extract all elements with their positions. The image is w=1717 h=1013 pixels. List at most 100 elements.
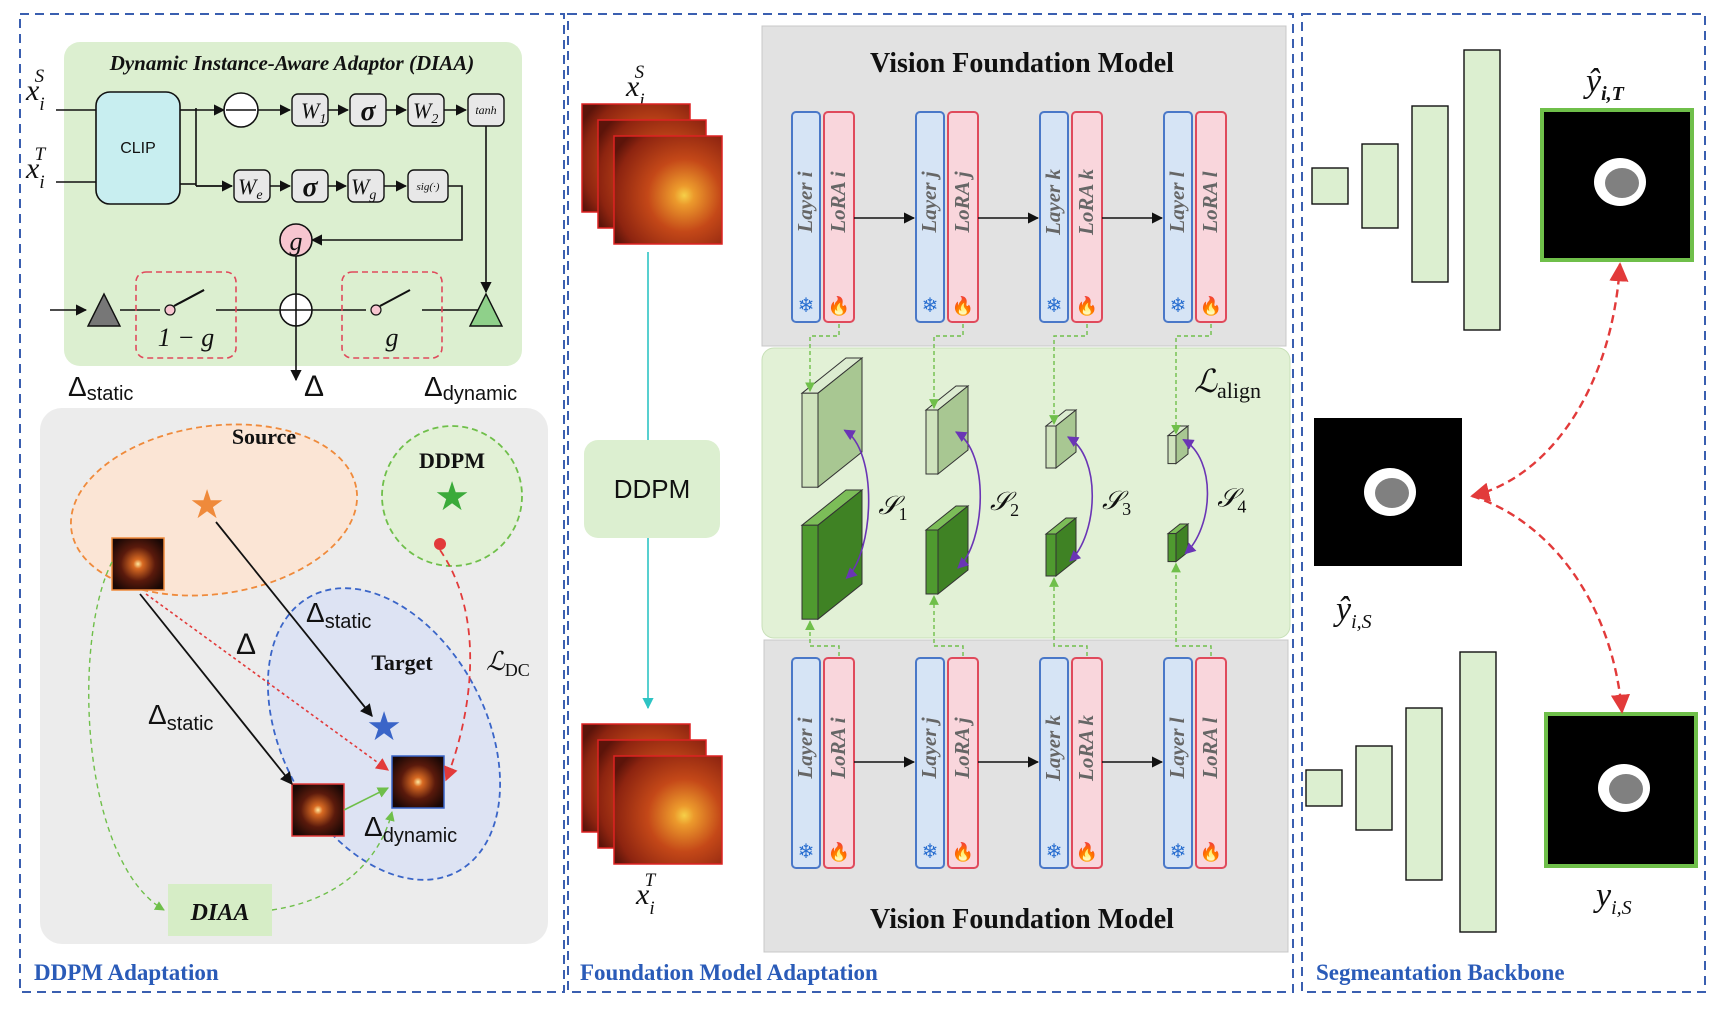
lora-block xyxy=(1195,657,1227,869)
layer-label: Layer k xyxy=(1041,715,1065,782)
sigma-label-bottom: σ xyxy=(302,172,318,203)
feature-tap-connector xyxy=(1049,577,1088,656)
lora-block xyxy=(823,111,855,323)
y-source-label: yi,S xyxy=(1593,877,1632,919)
layer-label: Layer j xyxy=(917,171,941,233)
ddpm-sample-dot xyxy=(434,538,446,550)
vfm-top-title: Vision Foundation Model xyxy=(870,48,1174,79)
layer-label: Layer l xyxy=(1165,717,1189,779)
fire-icon: 🔥 xyxy=(1076,841,1098,862)
similarity-arrow xyxy=(955,431,981,569)
frozen-layer-block xyxy=(915,111,945,323)
ddpm-circle xyxy=(381,425,523,567)
switch-g xyxy=(341,271,443,359)
clip-encoder-box xyxy=(95,91,181,205)
snowflake-icon: ❄ xyxy=(1046,295,1063,317)
frozen-layer-block xyxy=(1039,657,1069,869)
decoder-top-block-4 xyxy=(1463,49,1501,331)
ddpm-star-icon: ★ xyxy=(434,474,470,519)
similarity-arrow xyxy=(1067,436,1093,562)
feature-tap-connector xyxy=(1171,324,1212,435)
frozen-layer-block xyxy=(1039,111,1069,323)
lora-block xyxy=(1071,657,1103,869)
w2-label: W2 xyxy=(413,98,438,127)
ddpm-delta-static-lower: Δstatic xyxy=(148,699,213,735)
fire-icon: 🔥 xyxy=(828,841,850,862)
lora-block xyxy=(1195,111,1227,323)
snowflake-icon: ❄ xyxy=(1170,841,1187,863)
lora-block xyxy=(1071,111,1103,323)
panel-label-middle: Foundation Model Adaptation xyxy=(580,960,878,985)
switch-one-minus-g xyxy=(135,271,237,359)
lora-block xyxy=(947,657,979,869)
ddpm-delta-static-upper: Δstatic xyxy=(306,597,371,633)
source-star-icon: ★ xyxy=(189,482,225,527)
snowflake-icon: ❄ xyxy=(922,295,939,317)
feature-tap-connector xyxy=(1049,324,1088,425)
dynamic-triangle-icon xyxy=(468,292,504,327)
delta-static-label: Δstatic xyxy=(68,371,133,405)
fire-icon: 🔥 xyxy=(1200,295,1222,316)
lora-label: LoRA l xyxy=(1198,717,1222,779)
lora-label: LoRA j xyxy=(950,171,974,233)
static-image-thumb xyxy=(291,783,345,837)
layer-pair-bottom-4: Layer l LoRA l ❄ 🔥 xyxy=(1163,657,1227,869)
sig-label: sig(·) xyxy=(417,181,440,193)
feature-tap-connector xyxy=(929,324,964,409)
lora-label: LoRA l xyxy=(1198,171,1222,233)
lora-block xyxy=(947,111,979,323)
panel-label-left: DDPM Adaptation xyxy=(34,960,219,985)
g-switch-label: g xyxy=(386,323,399,352)
snowflake-icon: ❄ xyxy=(1170,295,1187,317)
panel-frames xyxy=(19,13,1706,993)
static-triangle-icon xyxy=(86,292,122,327)
decoder-top-block-3 xyxy=(1411,105,1449,283)
one-minus-g-label: 1 − g xyxy=(158,323,215,352)
sigma-label-top: σ xyxy=(360,96,376,127)
diaa-input-source: xiS xyxy=(25,66,45,115)
frozen-layer-block xyxy=(791,111,821,323)
decoder-top-block-2 xyxy=(1361,143,1399,229)
ddpm-box xyxy=(584,440,720,538)
we-label: We xyxy=(238,174,263,203)
snowflake-icon: ❄ xyxy=(798,295,815,317)
segmentation-panel: ŷi,T ŷi,S yi,S xyxy=(1305,49,1698,933)
l-align-label: ℒalign xyxy=(1194,363,1261,403)
fire-icon: 🔥 xyxy=(952,841,974,862)
decoder-bottom-block-4 xyxy=(1459,651,1497,933)
lora-label: LoRA j xyxy=(950,717,974,779)
diaa-title: Dynamic Instance-Aware Adaptor (DIAA) xyxy=(109,51,475,75)
fire-icon: 🔥 xyxy=(1200,841,1222,862)
tanh-label: tanh xyxy=(475,103,496,117)
y-hat-source-label: ŷi,S xyxy=(1333,591,1372,633)
w1-label: W1 xyxy=(301,98,326,127)
delta-label: Δ xyxy=(304,370,324,403)
diaa-block: Dynamic Instance-Aware Adaptor (DIAA) xi… xyxy=(25,42,522,405)
similarity-arrow xyxy=(843,429,870,579)
wg-label: Wg xyxy=(351,174,376,203)
feature-tap-connector xyxy=(929,595,964,656)
layer-label: Layer k xyxy=(1041,169,1065,236)
ddpm-adaptation-space: Source Target DDPM ★ ★ ★ Δstatic Δ Δstat… xyxy=(40,408,548,944)
y-hat-target-label: ŷi,T xyxy=(1583,63,1625,105)
frozen-layer-block xyxy=(791,657,821,869)
target-label: Target xyxy=(371,650,433,675)
fire-icon: 🔥 xyxy=(828,295,850,316)
ddpm-box-label: DDPM xyxy=(614,474,691,504)
dynamic-image-thumb xyxy=(391,755,445,809)
ddpm-delta: Δ xyxy=(236,628,256,661)
similarity-arrow xyxy=(1182,438,1209,555)
layer-label: Layer i xyxy=(793,171,817,233)
lora-label: LoRA i xyxy=(826,717,850,779)
target-star-icon: ★ xyxy=(366,704,402,749)
decoder-bottom-block-2 xyxy=(1355,745,1393,831)
diaa-input-target: xiT xyxy=(25,144,47,193)
snowflake-icon: ❄ xyxy=(798,841,815,863)
